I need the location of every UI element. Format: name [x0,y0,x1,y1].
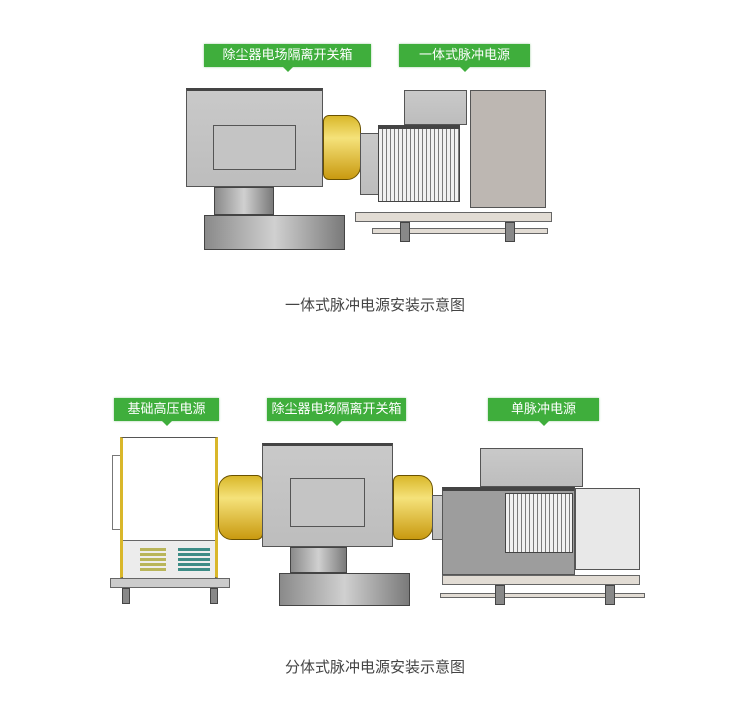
label-integrated-power: 一体式脉冲电源 [399,44,530,72]
connector-left [218,475,263,540]
caption-integrated: 一体式脉冲电源安装示意图 [284,296,465,314]
caption-split: 分体式脉冲电源安装示意图 [284,658,465,676]
label-base-hv-power: 基础高压电源 [114,398,219,426]
connector-right [393,475,433,540]
label-single-pulse-power: 单脉冲电源 [488,398,599,426]
connector-top [323,115,361,180]
label-switch-box-bottom: 除尘器电场隔离开关箱 [267,398,406,426]
label-switch-box-top: 除尘器电场隔离开关箱 [204,44,371,72]
